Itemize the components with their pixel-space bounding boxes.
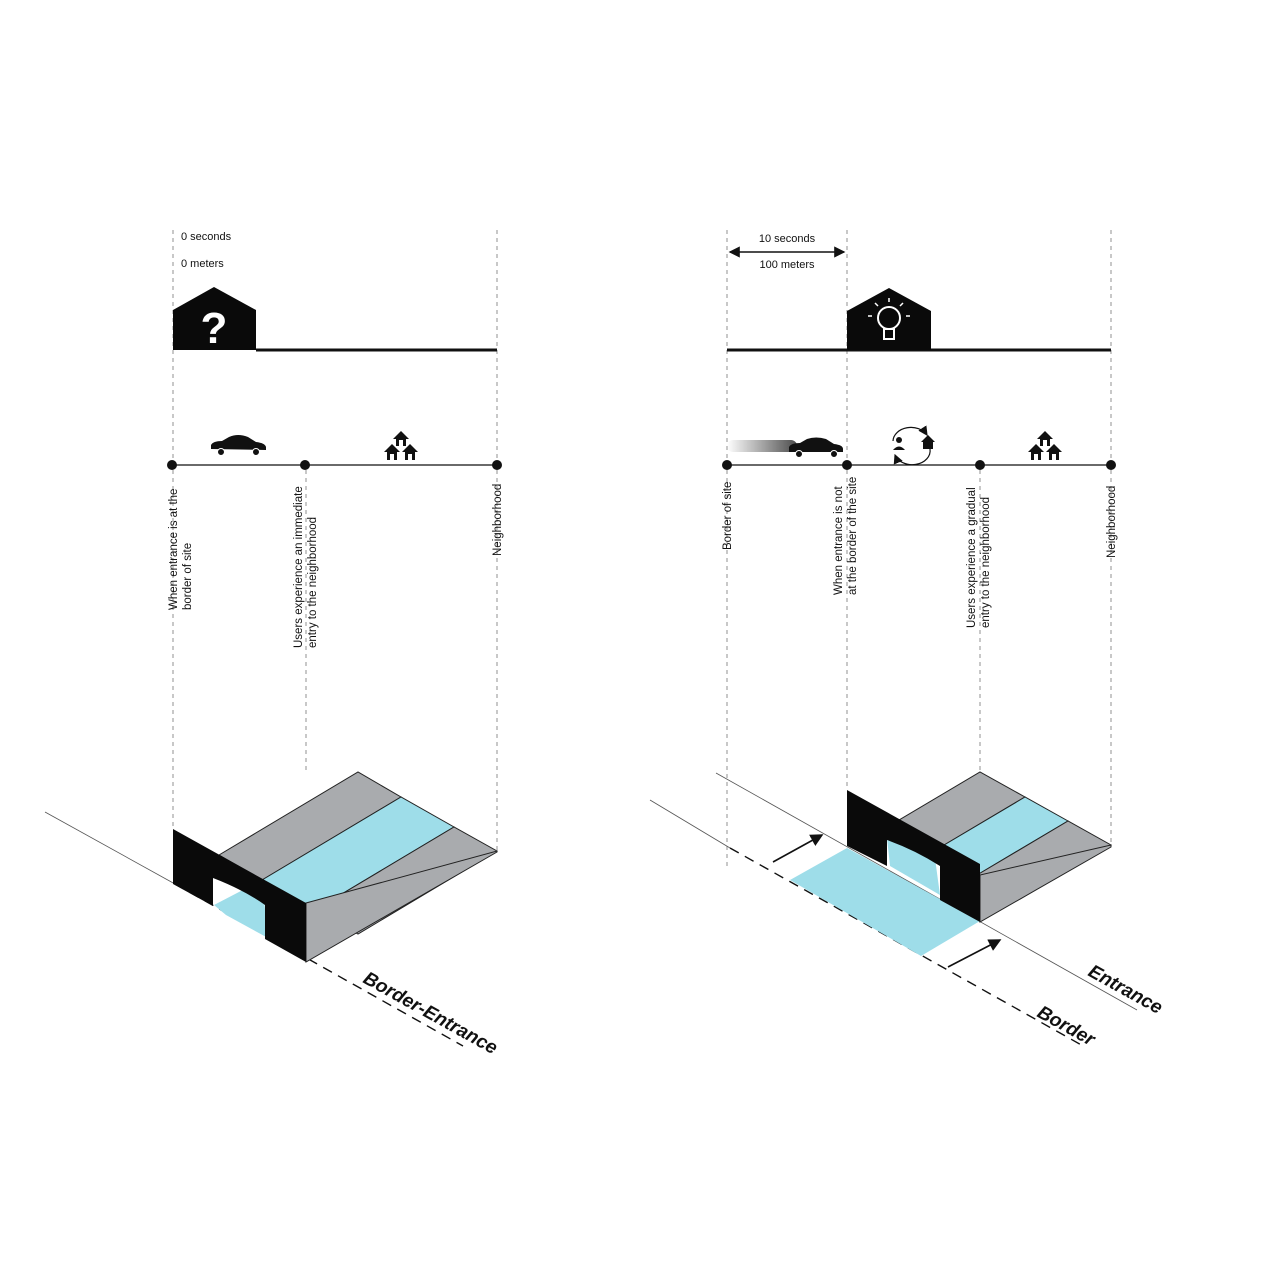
approach-water [790,848,980,956]
left-point-2-label: Users experience an immediate entry to t… [293,483,319,648]
right-point-1 [722,460,732,470]
right-point-4 [1106,460,1116,470]
left-ground-line [44,811,176,885]
right-point-3 [975,460,985,470]
right-point-2 [842,460,852,470]
right-point-2-label: When entrance is not at the border of th… [833,477,859,595]
right-entrance-line [715,772,1138,1011]
left-point-3 [492,460,502,470]
right-diagram: 10 seconds 100 meters [649,230,1167,1051]
car-icon [211,435,266,456]
left-isometric-block [44,771,498,1047]
lightbulb-house-icon [847,288,931,350]
left-point-3-label: Neighborhood [492,484,504,556]
right-point-4-label: Neighborhood [1106,486,1118,558]
right-caption-border: Border [1034,1002,1100,1051]
question-mark-house-icon: ? [173,287,256,353]
right-point-3-label: Users experience a gradual entry to the … [966,484,992,628]
right-time-label: 10 seconds [759,233,816,245]
left-point-1-label: When entrance is at the border of site [168,485,194,610]
right-point-1-label: Border of site [722,482,734,550]
arrow-to-entrance [772,834,824,863]
person-cycle-house-icon [892,425,935,466]
houses-icon [1028,431,1062,460]
arrow-from-border [947,939,1002,968]
left-distance-label: 0 meters [181,258,224,270]
left-diagram: 0 seconds 0 meters ? Whe [44,230,504,1059]
left-time-label: 0 seconds [181,231,232,243]
left-caption: Border-Entrance [360,968,502,1059]
right-ground-line-1 [649,799,731,849]
svg-text:?: ? [201,304,228,353]
right-caption-entrance: Entrance [1085,961,1167,1019]
houses-icon [384,431,418,460]
left-point-2 [300,460,310,470]
moving-car-icon [727,437,843,458]
right-distance-label: 100 meters [759,259,815,271]
left-point-1 [167,460,177,470]
right-isometric-block [649,771,1138,1048]
